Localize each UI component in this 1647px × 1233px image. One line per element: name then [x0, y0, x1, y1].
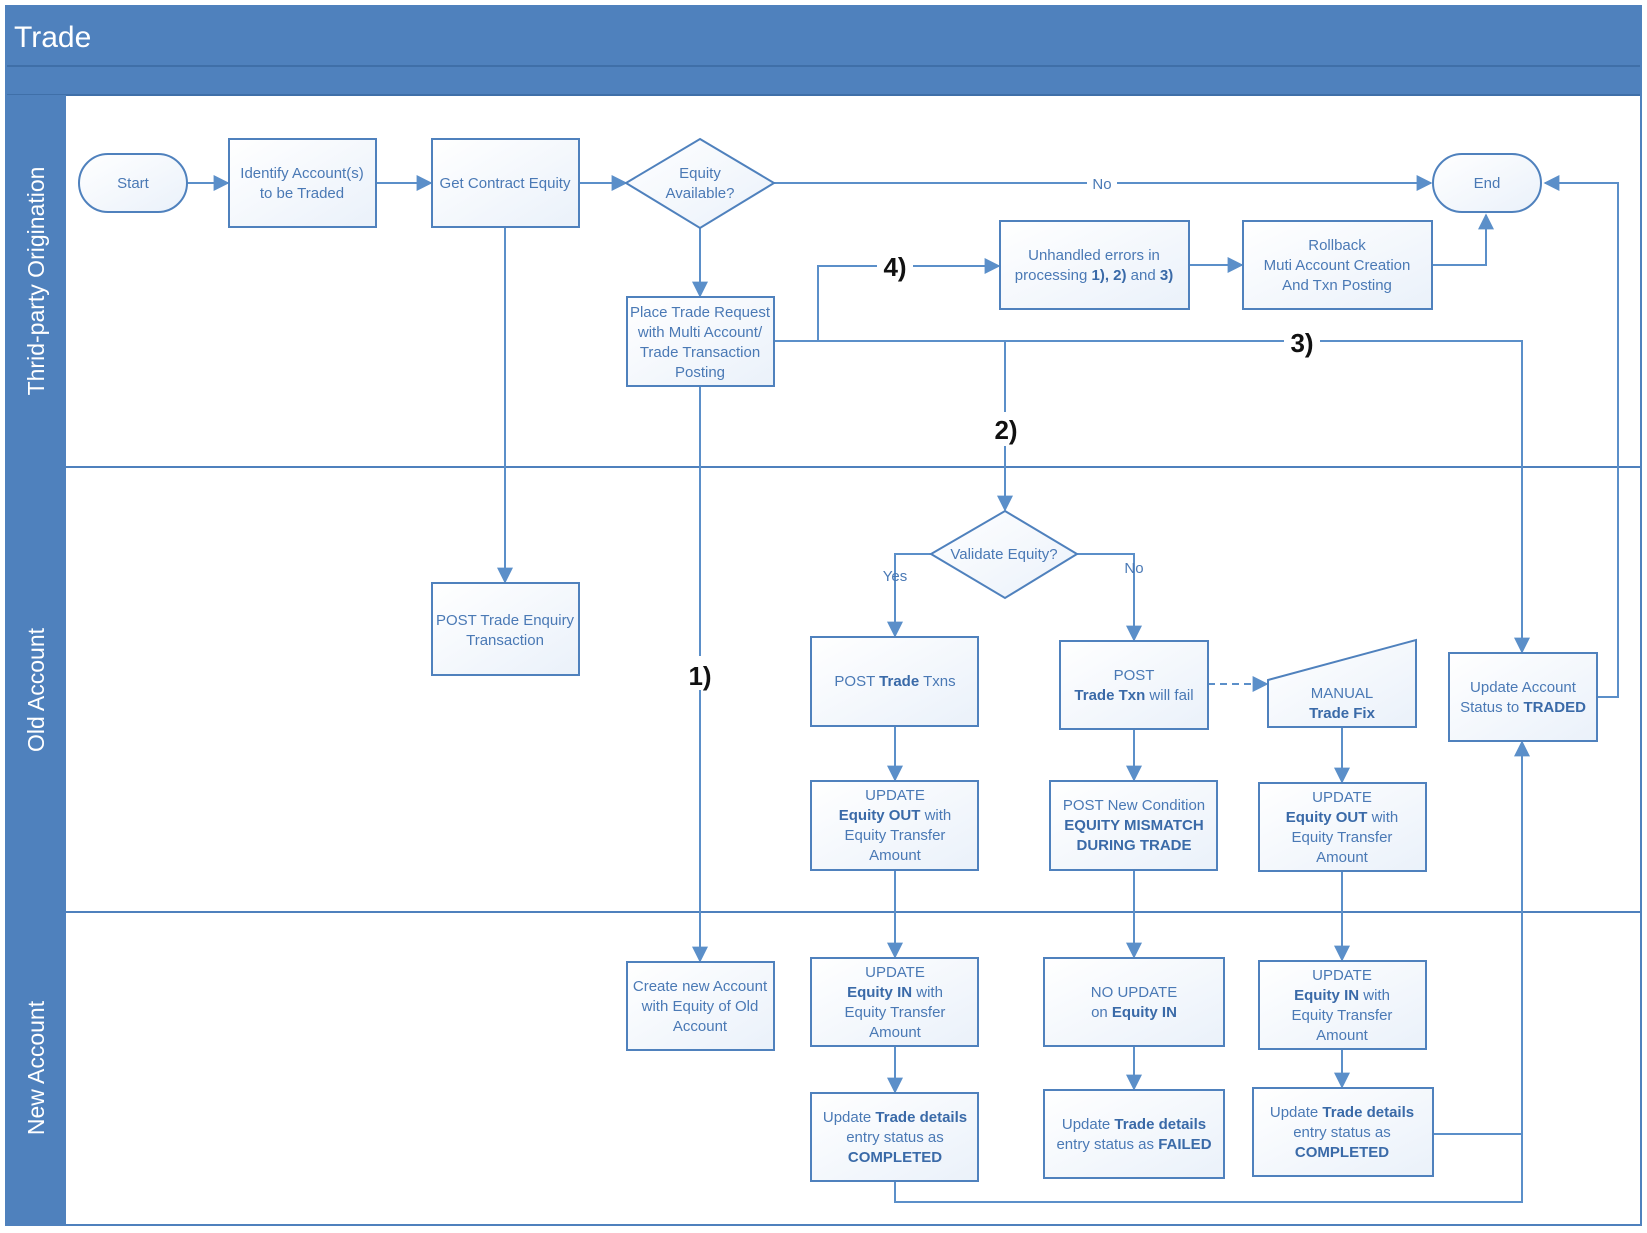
- lane-title-new-account: New Account: [23, 1000, 49, 1135]
- start-node-label: Start: [117, 175, 150, 192]
- connector: [1433, 740, 1530, 1135]
- trade-details-completed-step: [1252, 1087, 1434, 1177]
- rollback-step: [1242, 220, 1433, 310]
- edge-label-no: No: [1092, 176, 1111, 193]
- manual-trade-fix-step: [1267, 638, 1417, 728]
- start-node: [78, 153, 188, 213]
- marker-4: 4): [883, 252, 906, 282]
- get-contract-equity-step: [431, 138, 580, 228]
- connector: [1077, 553, 1142, 642]
- post-trade-txns-label: POST Trade Txns: [834, 673, 955, 690]
- no-update-equity-in-step: [1043, 957, 1225, 1047]
- place-trade-request-step: [626, 296, 775, 387]
- connector: [894, 1134, 1523, 1203]
- marker-1: 1): [688, 661, 711, 691]
- identify-accounts-step: [228, 138, 377, 228]
- create-new-account-step: [626, 961, 775, 1051]
- post-trade-enquiry-step: [431, 582, 580, 676]
- edge-label-no: No: [1124, 560, 1143, 577]
- get-contract-equity-label: Get Contract Equity: [440, 175, 571, 192]
- post-trade-fail-step: [1059, 640, 1209, 730]
- equity-available-decision: [624, 137, 776, 230]
- pool: Trade Thrid-party Origination Old Accoun…: [5, 5, 1642, 1226]
- nodes: Start Identify Account(s)to be Traded Ge…: [78, 137, 1598, 1182]
- pool-title: Trade: [14, 21, 91, 54]
- unhandled-errors-step: [999, 220, 1190, 310]
- markers: 1) 2) 3) 4): [682, 252, 1320, 691]
- validate-equity-label: Validate Equity?: [950, 546, 1057, 563]
- post-new-condition-step: [1049, 780, 1218, 871]
- end-node-label: End: [1474, 175, 1501, 192]
- post-trade-txns-step: [810, 636, 979, 727]
- validate-equity-decision: [929, 509, 1079, 600]
- marker-2: 2): [994, 415, 1017, 445]
- lane-title-old-account: Old Account: [23, 627, 49, 752]
- connector: [887, 553, 931, 638]
- update-account-status-step: [1448, 652, 1598, 742]
- update-equity-in-step: [810, 957, 979, 1047]
- update-equity-in-step: [1258, 960, 1427, 1050]
- update-equity-out-step: [810, 780, 979, 871]
- pool-subheader: [5, 65, 1642, 96]
- connector: [1432, 213, 1494, 266]
- lane-header-new-account: [6, 912, 65, 1225]
- lane-title-third-party: Thrid-party Origination: [23, 167, 49, 396]
- connector: [1543, 175, 1619, 698]
- trade-details-failed-step: [1043, 1089, 1225, 1179]
- update-equity-out-step: [1258, 782, 1427, 872]
- lane-header-old-account: [6, 467, 65, 912]
- trade-details-completed-step: [810, 1092, 979, 1182]
- marker-3: 3): [1290, 328, 1313, 358]
- pool-header: [5, 5, 1642, 67]
- identify-accounts-label: Identify Account(s)to be Traded: [240, 165, 363, 202]
- edge-label-yes: Yes: [883, 568, 907, 585]
- lane-header-third-party: [6, 95, 65, 467]
- end-node: [1432, 153, 1542, 213]
- connector: [774, 340, 1530, 654]
